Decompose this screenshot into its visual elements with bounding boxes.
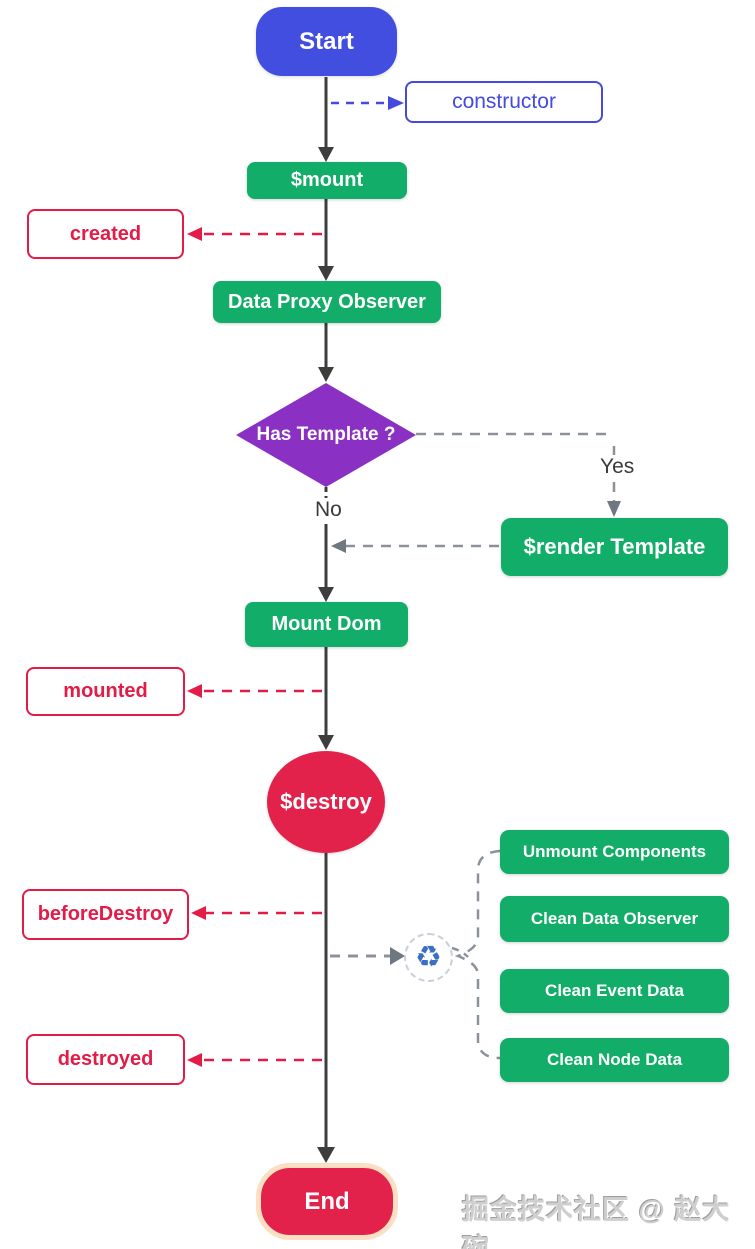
node-created: created bbox=[27, 209, 184, 259]
node-cleanup-unmount-components: Unmount Components bbox=[500, 830, 729, 874]
node-start: Start bbox=[256, 7, 397, 76]
node-mounted: mounted bbox=[26, 667, 185, 716]
node-data-proxy-observer: Data Proxy Observer bbox=[213, 281, 441, 323]
node-end: End bbox=[256, 1163, 398, 1240]
render-template-arrowhead bbox=[331, 539, 346, 553]
node-before-destroy: beforeDestroy bbox=[22, 889, 189, 940]
constructor-connector bbox=[331, 96, 404, 110]
node-destroyed: destroyed bbox=[26, 1034, 185, 1085]
cleanup-brace bbox=[454, 849, 501, 1060]
branch-label-yes: Yes bbox=[597, 455, 638, 479]
recycle-to-brace-link bbox=[451, 946, 469, 958]
node-cleanup-clean-data-observer: Clean Data Observer bbox=[500, 896, 729, 942]
lifecycle-hook-connectors bbox=[202, 232, 322, 1062]
node-destroy: $destroy bbox=[267, 751, 385, 853]
branch-label-no: No bbox=[312, 498, 345, 522]
yes-connector bbox=[416, 432, 616, 502]
node-mount-dom: Mount Dom bbox=[245, 602, 408, 647]
node-cleanup-clean-event-data: Clean Event Data bbox=[500, 969, 729, 1013]
node-mount: $mount bbox=[247, 162, 407, 199]
recycle-arrowhead bbox=[390, 947, 405, 965]
node-render-template: $render Template bbox=[501, 518, 728, 576]
node-cleanup-clean-node-data: Clean Node Data bbox=[500, 1038, 729, 1082]
recycle-icon: ♻ bbox=[404, 933, 453, 982]
watermark-text: 掘金技术社区 @ 赵大碗 bbox=[462, 1195, 731, 1249]
node-constructor: constructor bbox=[405, 81, 603, 123]
constructor-arrowhead bbox=[388, 96, 404, 110]
main-flow-arrowheads bbox=[317, 147, 335, 1163]
yes-arrowhead bbox=[607, 501, 621, 517]
lifecycle-hook-arrowheads bbox=[187, 227, 206, 1067]
